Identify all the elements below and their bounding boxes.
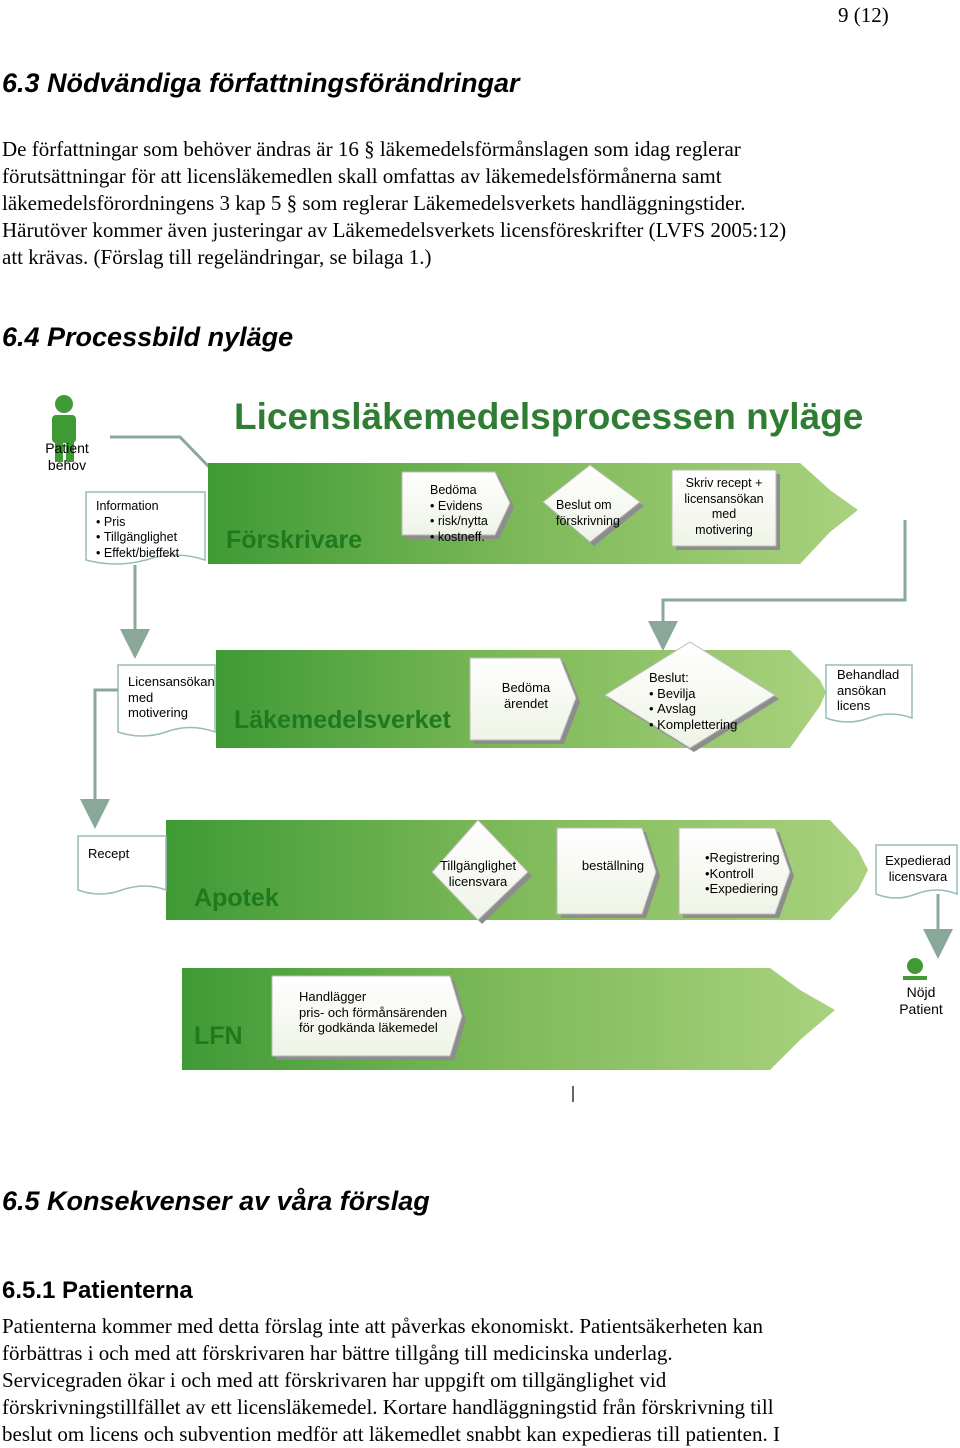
doc-line: motivering <box>128 705 188 720</box>
step-line: med <box>711 507 737 521</box>
doc-behandlad-text: Behandlad ansökan licens <box>837 667 915 714</box>
patient-label-line: behov <box>47 457 87 473</box>
arrow-lane2-to-lane3 <box>80 688 118 829</box>
lane-label-forskrivare: Förskrivare <box>226 526 363 554</box>
step-tillganglighet-shape <box>431 819 529 921</box>
doc-line: Behandlad <box>837 667 900 682</box>
paragraph-line: De författningar som behöver ändras är 1… <box>2 137 741 161</box>
paragraph-line: beslut om licens och subvention medför a… <box>2 1422 780 1446</box>
step-line: Beslut om <box>556 498 612 512</box>
paragraph-line: förbättras i och med att förskrivaren ha… <box>2 1341 673 1365</box>
step-line: •Registrering <box>705 850 780 865</box>
doc-licensansokan-shape <box>117 664 216 737</box>
step-beslut-lv-text: Beslut: Bevilja Avslag Komplettering <box>649 670 759 732</box>
paragraph-line: Servicegraden ökar i och med att förskri… <box>2 1368 667 1392</box>
step-item: Avslag <box>657 701 759 717</box>
doc-line: Licensansökan <box>128 674 215 689</box>
doc-information-text: Information Pris Tillgänglighet Effekt/b… <box>96 499 206 561</box>
section-heading-6-4: 6.4 Processbild nyläge <box>2 322 294 352</box>
step-line: licensansökan <box>684 491 764 506</box>
step-bestallning-text: beställning <box>557 858 669 874</box>
step-bestallning-shape <box>556 827 657 915</box>
step-line: ärendet <box>503 695 549 711</box>
arrow-patient-to-lane <box>110 435 212 470</box>
patient-behov-label: Patient behov <box>42 440 92 474</box>
patient-icon <box>52 395 76 462</box>
step-title: Beslut: <box>649 670 689 685</box>
paragraph-line: Patienterna kommer med detta förslag int… <box>2 1314 764 1338</box>
doc-line: med <box>128 689 154 705</box>
step-line: licensvara <box>448 873 508 889</box>
step-line: pris- och förmånsärenden <box>299 1004 448 1020</box>
paragraph-line: förskrivningstillfället av ett licensläk… <box>2 1395 774 1419</box>
nojd-label-line: Patient <box>899 1001 943 1017</box>
step-line: Bedöma <box>501 680 551 695</box>
doc-line: licens <box>837 698 871 713</box>
section-heading-6-5: 6.5 Konsekvenser av våra förslag <box>2 1186 430 1216</box>
step-handlagger-text: Handlägger pris- och förmånsärenden för … <box>299 989 459 1036</box>
doc-recept-text: Recept <box>88 846 164 862</box>
paragraph-line: läkemedelsförordningens 3 kap 5 § som re… <box>2 191 746 215</box>
step-registrering-text: •Registrering •Kontroll •Expediering <box>705 850 795 897</box>
page-number: 9 (12) <box>838 3 889 27</box>
doc-recept-shape <box>77 835 167 895</box>
diagram-title: Licensläkemedelsprocessen nyläge <box>234 396 864 437</box>
nojd-patient-label: Nöjd Patient <box>890 984 952 1018</box>
doc-line: licensvara <box>888 868 948 884</box>
doc-title: Information <box>96 499 159 513</box>
step-tillganglighet-text: Tillgänglighet licensvara <box>424 858 532 889</box>
section-heading-6-5-1: 6.5.1 Patienterna <box>2 1277 193 1304</box>
step-line: •Kontroll <box>705 865 754 881</box>
doc-behandlad-shape <box>825 664 913 723</box>
step-item: Komplettering <box>657 717 759 733</box>
lane-label-lakemedelsverket: Läkemedelsverket <box>234 706 451 734</box>
step-skriv-recept-text: Skriv recept + licensansökan med motiver… <box>672 476 776 538</box>
step-skriv-recept-shape <box>671 469 777 547</box>
step-title: Bedöma <box>430 483 477 497</box>
step-item: risk/nytta <box>438 514 510 530</box>
step-registrering-shape <box>678 827 791 915</box>
satisfied-patient-icon <box>903 958 927 980</box>
doc-line: Expedierad <box>885 853 951 868</box>
step-line: Skriv recept + <box>685 476 763 490</box>
doc-line: Recept <box>88 846 130 861</box>
paragraph-line: Härutöver kommer även justeringar av Läk… <box>2 218 787 242</box>
step-line: beställning <box>581 858 645 873</box>
paragraph-line: att krävas. (Förslag till regeländringar… <box>2 245 432 269</box>
doc-expedierad-text: Expedierad licensvara <box>876 853 960 884</box>
step-line: •Expediering <box>705 881 779 896</box>
step-line: motivering <box>695 522 753 537</box>
doc-expedierad-shape <box>875 844 958 899</box>
step-item: Evidens <box>438 499 510 515</box>
step-line: Tillgänglighet <box>439 858 517 873</box>
section-heading-6-3: 6.3 Nödvändiga författningsförändringar <box>2 68 520 98</box>
step-line: för godkända läkemedel <box>299 1020 438 1035</box>
doc-licensansokan-text: Licensansökan med motivering <box>128 674 218 721</box>
doc-item: Pris <box>104 515 206 531</box>
arrow-lane1-to-lane2 <box>648 520 907 651</box>
doc-item: Effekt/bieffekt <box>104 546 206 562</box>
step-item: kostneff. <box>438 530 510 546</box>
nojd-label-line: Nöjd <box>906 984 936 1000</box>
doc-item: Tillgänglighet <box>104 530 206 546</box>
step-handlagger-shape <box>271 975 463 1057</box>
lane-label-lfn: LFN <box>194 1022 243 1050</box>
process-diagram: Patient behov Licensläkemedelsprocessen … <box>0 380 960 1120</box>
step-line: förskrivning <box>556 513 620 528</box>
step-line: Handlägger <box>299 989 367 1004</box>
paragraph-line: förutsättningar för att licensläkemedlen… <box>2 164 722 188</box>
doc-line: ansökan <box>837 682 887 698</box>
step-bedoma-arendet-text: Bedöma ärendet <box>470 680 582 711</box>
step-beslut-shape <box>542 464 641 543</box>
step-beslut-text: Beslut om förskrivning <box>556 498 636 529</box>
step-bedoma-text: Bedöma Evidens risk/nytta kostneff. <box>430 483 510 545</box>
patient-label-line: Patient <box>45 440 89 456</box>
step-item: Bevilja <box>657 686 759 702</box>
lane-label-apotek: Apotek <box>194 884 279 912</box>
step-bedoma-arendet-shape <box>469 657 577 741</box>
